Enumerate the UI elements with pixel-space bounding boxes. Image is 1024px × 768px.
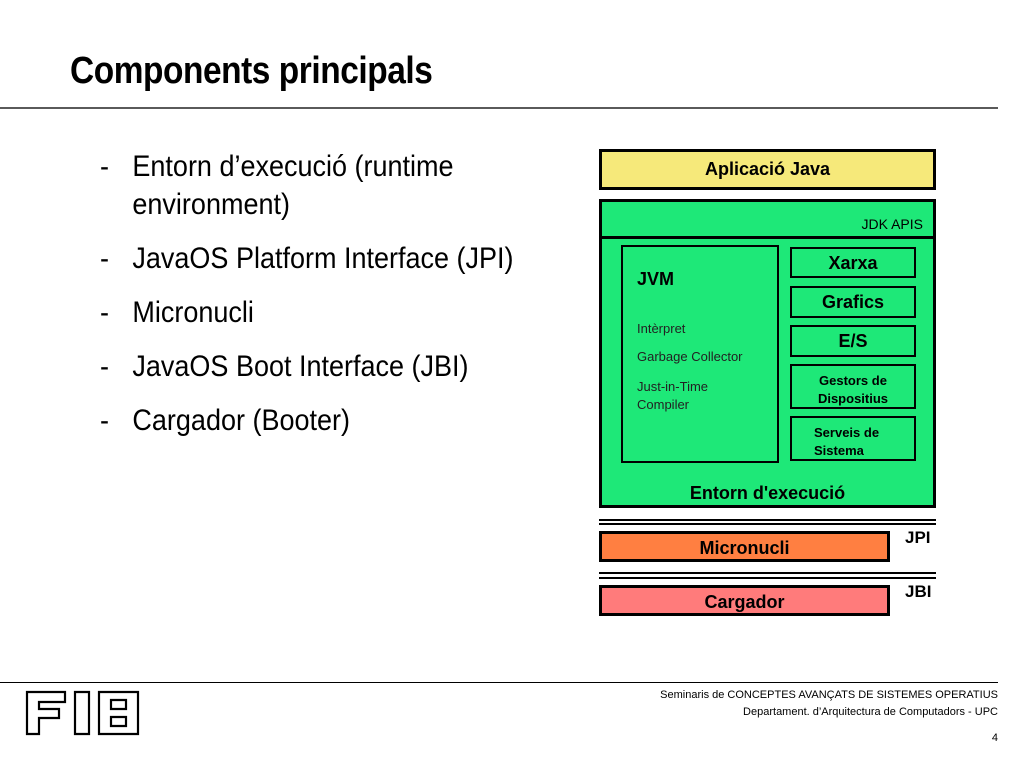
io-label: E/S bbox=[838, 331, 868, 351]
bullet-dash: - bbox=[100, 296, 109, 329]
fib-logo-icon bbox=[25, 690, 140, 736]
footer-department: Departament. d’Arquitectura de Computado… bbox=[743, 706, 998, 718]
jvm-item-interpreter: Intèrpret bbox=[637, 321, 686, 336]
application-java-label: Aplicació Java bbox=[704, 159, 831, 179]
jdk-apis-layer: JDK APIS bbox=[599, 199, 936, 239]
footer-course: Seminaris de CONCEPTES AVANÇATS DE SISTE… bbox=[660, 689, 998, 701]
microkernel-label: Micronucli bbox=[699, 538, 790, 558]
device-managers-label: Gestors de Dispositius bbox=[792, 366, 914, 408]
bullet-item: -Micronucli bbox=[100, 294, 582, 332]
device-managers-line1: Gestors de bbox=[819, 373, 887, 388]
graphics-label: Grafics bbox=[821, 292, 885, 312]
jvm-item-jit-line1: Just-in-Time bbox=[637, 379, 709, 394]
footer-divider bbox=[0, 682, 998, 683]
jvm-title: JVM bbox=[637, 269, 675, 289]
bullet-text: Cargador (Booter) bbox=[132, 404, 351, 437]
device-managers-line2: Dispositius bbox=[817, 391, 889, 406]
jvm-item-garbage-collector: Garbage Collector bbox=[637, 349, 743, 364]
interface-line bbox=[599, 577, 936, 579]
interface-line bbox=[599, 523, 936, 525]
page-number: 4 bbox=[991, 732, 998, 744]
microkernel-layer: Micronucli bbox=[599, 531, 890, 562]
bullet-text: JavaOS Platform Interface (JPI) bbox=[132, 242, 514, 275]
jpi-label: JPI bbox=[905, 528, 931, 547]
bullet-text: JavaOS Boot Interface (JBI) bbox=[132, 350, 469, 383]
bullet-item: -Cargador (Booter) bbox=[100, 402, 582, 440]
bullet-dash: - bbox=[100, 150, 109, 183]
booter-label: Cargador bbox=[704, 592, 785, 612]
bullet-dash: - bbox=[100, 242, 109, 275]
bullet-item: -Entorn d’execució (runtime environment) bbox=[100, 148, 582, 224]
device-managers-box: Gestors de Dispositius bbox=[790, 364, 916, 409]
system-services-line1: Serveis de bbox=[814, 425, 880, 440]
bullet-text: Entorn d’execució (runtime environment) bbox=[132, 150, 454, 221]
jdk-apis-label: JDK APIS bbox=[861, 216, 923, 232]
jbi-label: JBI bbox=[905, 582, 932, 601]
interface-line bbox=[599, 519, 936, 521]
system-services-line2: Sistema bbox=[814, 443, 864, 458]
interface-line bbox=[599, 572, 936, 574]
application-java-layer: Aplicació Java bbox=[599, 149, 936, 190]
io-box: E/S bbox=[790, 325, 916, 357]
network-box: Xarxa bbox=[790, 247, 916, 278]
graphics-box: Grafics bbox=[790, 286, 916, 318]
network-label: Xarxa bbox=[828, 253, 878, 273]
jvm-item-jit-line2: Compiler bbox=[637, 397, 690, 412]
runtime-environment-label: Entorn d'execució bbox=[689, 483, 846, 503]
bullet-dash: - bbox=[100, 350, 109, 383]
title-divider bbox=[0, 107, 998, 109]
system-services-box: Serveis de Sistema bbox=[790, 416, 916, 461]
system-services-label: Serveis de Sistema bbox=[792, 418, 914, 460]
bullet-item: -JavaOS Platform Interface (JPI) bbox=[100, 240, 582, 278]
slide-title: Components principals bbox=[70, 50, 433, 92]
jvm-box: JVM Intèrpret Garbage Collector Just-in-… bbox=[621, 245, 779, 463]
bullet-text: Micronucli bbox=[132, 296, 254, 329]
bullet-item: -JavaOS Boot Interface (JBI) bbox=[100, 348, 582, 386]
bullet-dash: - bbox=[100, 404, 109, 437]
booter-layer: Cargador bbox=[599, 585, 890, 616]
bullet-list: -Entorn d’execució (runtime environment)… bbox=[100, 148, 570, 456]
